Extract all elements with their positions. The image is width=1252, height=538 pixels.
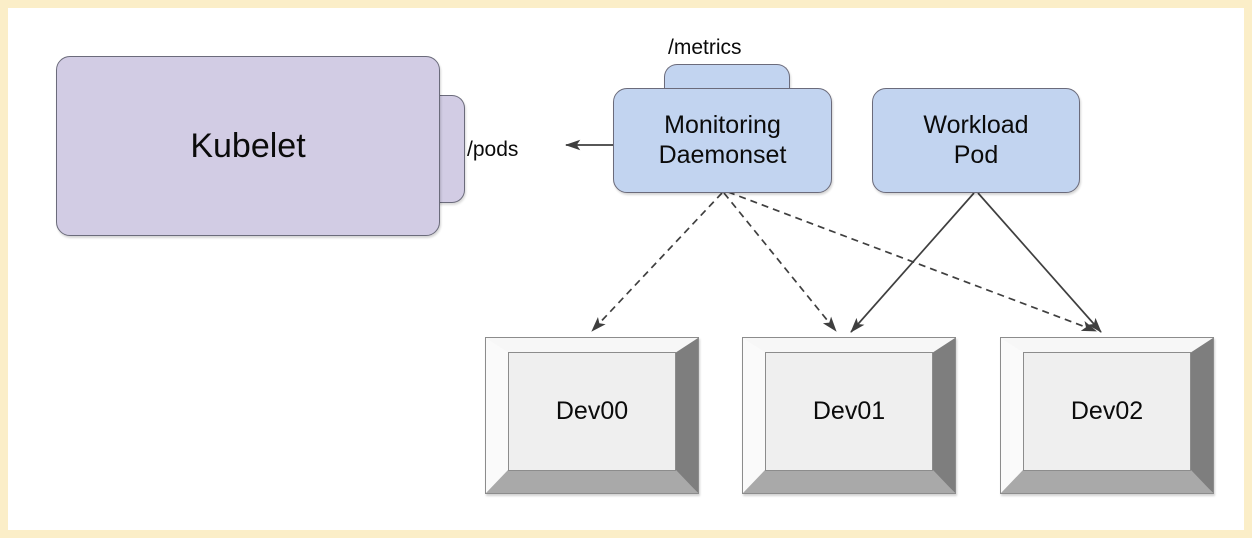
dev00-bevel-right [675, 338, 698, 493]
edge-monitoring-to-dev02 [727, 191, 1097, 332]
dev01-bevel-left [743, 338, 766, 493]
node-dev02[interactable]: Dev02 [1000, 337, 1214, 494]
node-dev01-label: Dev01 [812, 397, 886, 425]
diagram-canvas: Kubelet /pods /metrics Monitoring Daemon… [8, 8, 1244, 530]
node-kubelet-label: Kubelet [190, 126, 306, 165]
dev02-face: Dev02 [1023, 352, 1191, 471]
dev01-bevel-bottom [743, 470, 955, 493]
node-dev01[interactable]: Dev01 [742, 337, 956, 494]
node-kubelet[interactable]: Kubelet [56, 56, 440, 236]
node-workload-label-line2: Pod [953, 140, 999, 169]
node-dev00[interactable]: Dev00 [485, 337, 699, 494]
dev02-bevel-top [1001, 338, 1213, 353]
dev00-bevel-top [486, 338, 698, 353]
edge-monitoring-to-dev01 [723, 192, 837, 332]
node-workload-label-line1: Workload [923, 111, 1029, 139]
edge-layer [564, 139, 1102, 333]
dev01-bevel-top [743, 338, 955, 353]
dev00-bevel-bottom [486, 470, 698, 493]
dev01-face: Dev01 [765, 352, 933, 471]
node-monitoring-daemonset[interactable]: Monitoring Daemonset [613, 88, 832, 193]
node-monitoring-label-line2: Daemonset [658, 140, 787, 169]
edge-workload-to-dev02 [977, 192, 1102, 333]
node-dev00-label: Dev00 [555, 397, 629, 425]
dev00-face: Dev00 [508, 352, 676, 471]
edge-monitoring-to-dev00 [591, 192, 723, 332]
edge-workload-to-dev01 [850, 192, 975, 333]
dev02-bevel-right [1190, 338, 1213, 493]
dev00-bevel-left [486, 338, 509, 493]
dev02-bevel-left [1001, 338, 1024, 493]
dev01-bevel-right [932, 338, 955, 493]
node-monitoring-label-line1: Monitoring [664, 111, 781, 139]
pods-endpoint-label: /pods [467, 138, 519, 161]
dev02-bevel-bottom [1001, 470, 1213, 493]
metrics-endpoint-label: /metrics [668, 36, 742, 59]
node-dev02-label: Dev02 [1070, 397, 1144, 425]
node-workload-pod[interactable]: Workload Pod [872, 88, 1080, 193]
